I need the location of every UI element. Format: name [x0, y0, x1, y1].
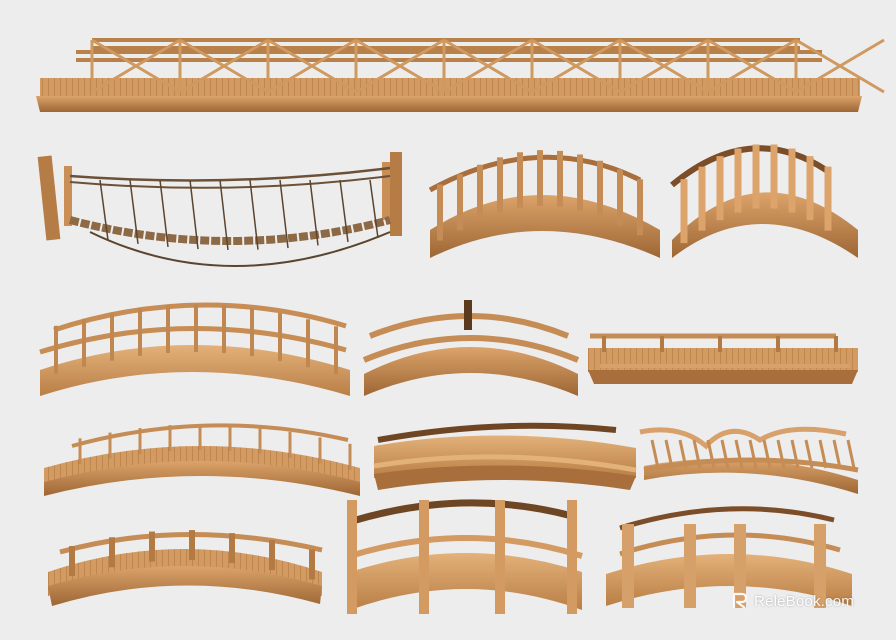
watermark-text: ReleBook.com — [754, 592, 854, 610]
small-humped-bridge — [362, 300, 580, 396]
watermark: ReleBook.com — [731, 592, 854, 610]
low-arch-rail-bridge — [48, 530, 323, 606]
arched-rail-bridge — [39, 302, 350, 396]
japanese-post-bridge — [347, 499, 583, 614]
tall-arch-slat-bridge — [428, 150, 660, 258]
long-flat-deck-bridge — [36, 38, 885, 112]
japanese-finial-bridge — [606, 506, 852, 608]
relebook-logo-icon — [732, 592, 748, 609]
rope-suspension-bridge — [37, 152, 402, 267]
solid-side-arch-bridge — [373, 422, 637, 490]
gentle-arch-bridge — [44, 423, 360, 496]
rustic-branch-bridge — [639, 426, 859, 494]
steep-arch-slat-bridge — [670, 144, 858, 258]
flat-plank-bridge — [588, 333, 858, 384]
